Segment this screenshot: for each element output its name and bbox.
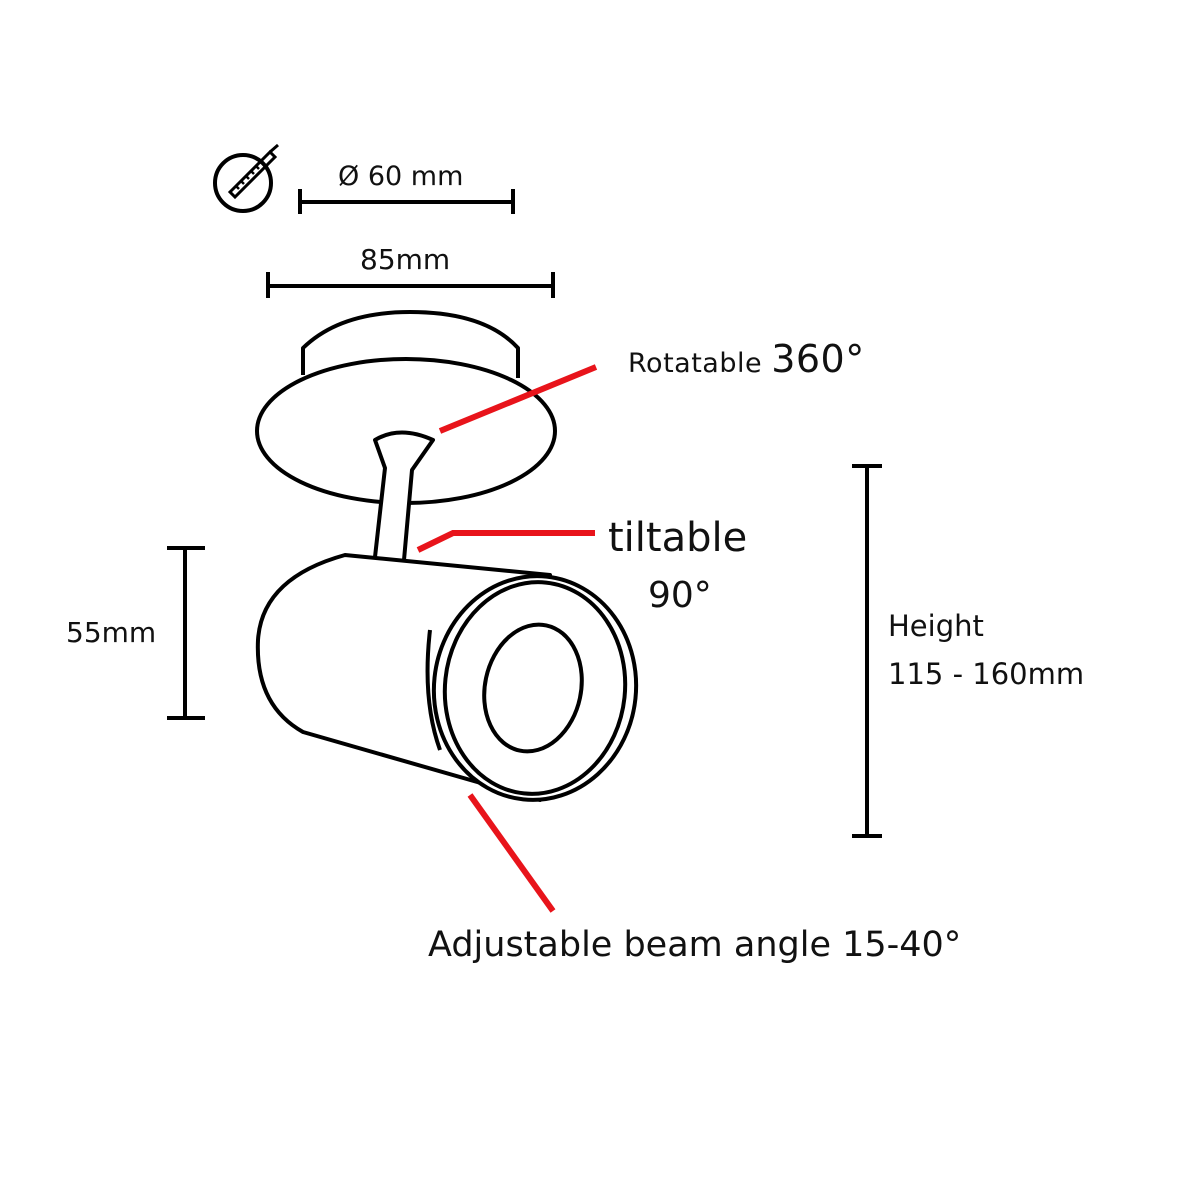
rotatable-label: Rotatable 360° (628, 340, 865, 378)
height-value: 115 - 160mm (888, 657, 1085, 691)
tiltable-label: tiltable (608, 515, 748, 561)
diameter-dimension-line (167, 546, 205, 720)
callout-lines (416, 364, 598, 913)
height-dimension-line (852, 464, 882, 838)
width-dimension-line (266, 272, 555, 298)
rotatable-callout (438, 364, 598, 434)
width-label: 85mm (360, 243, 451, 276)
saw-cutout-icon (213, 143, 279, 213)
beam-angle-label: Adjustable beam angle 15-40° (428, 925, 962, 965)
diameter-label: 55mm (66, 616, 157, 649)
cutout-label: Ø 60 mm (338, 161, 464, 192)
swivel-arm (373, 430, 435, 561)
tiltable-callout (416, 530, 595, 553)
spot-head (255, 553, 639, 802)
rotatable-text: Rotatable (628, 348, 763, 379)
tiltable-angle: 90° (648, 575, 712, 616)
beam-callout (467, 793, 556, 913)
cutout-dimension-line (298, 189, 515, 214)
height-label: Height (888, 609, 984, 643)
rotatable-angle: 360° (771, 337, 865, 381)
